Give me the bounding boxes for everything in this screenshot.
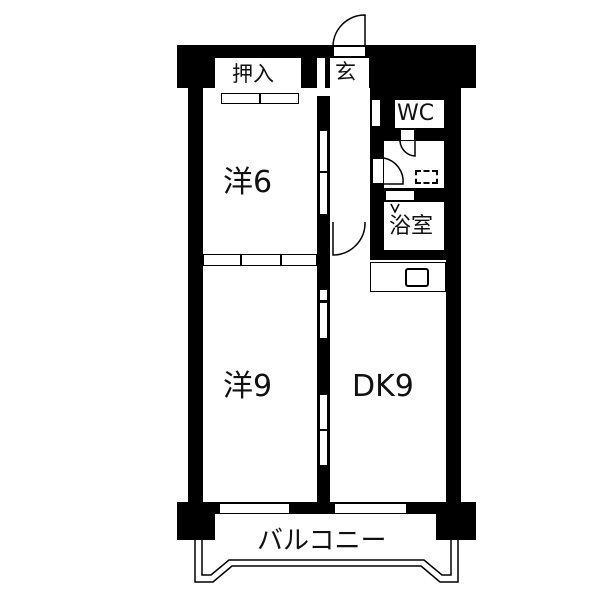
western-room-9: 洋9 [203,266,317,502]
partition-window-4 [319,302,328,339]
sliding-door-2[interactable] [241,254,281,266]
western-room-9-label: 洋9 [223,369,273,404]
entrance-door-sill [333,46,366,57]
partition-window-2 [319,172,328,215]
sliding-door-3[interactable] [281,254,317,266]
toilet-slit [372,100,380,126]
entrance-label: 玄 [335,60,356,84]
kitchen-counter [370,262,446,292]
dk-upper-open [330,246,370,292]
closet-room: 押入 [215,58,301,91]
closet-door-left[interactable] [221,93,260,104]
partition-window-1 [319,130,328,172]
toilet-room: WC [395,100,444,128]
washroom-side-door [372,158,384,184]
entrance-slit [317,58,325,90]
dk-door-swing [332,221,366,256]
left-wall [188,88,203,504]
partition-window-6 [319,430,328,466]
dining-kitchen-label: DK9 [352,369,414,404]
right-wall [446,88,461,504]
washroom-door-swing [383,157,404,185]
western-room-6-label: 洋6 [223,165,273,200]
balcony-window-right[interactable] [334,503,407,514]
western-room-6: 洋6 [203,104,317,254]
bathroom-label: 浴室 [389,214,434,239]
toilet-label: WC [397,101,435,126]
entrance-door-swing [332,14,366,47]
balcony-column-right [436,502,476,540]
washroom-door-sill [400,129,415,141]
bathroom: 浴室 [384,202,444,250]
washing-machine-icon [415,170,438,184]
closet-door-right[interactable] [260,93,299,104]
balcony-column-left [177,502,215,540]
balcony-window-left[interactable] [219,503,290,514]
sliding-door-1[interactable] [203,254,241,266]
sink-icon [405,268,429,287]
bath-door-sill [385,190,415,201]
dining-kitchen: DK9 [330,292,446,502]
bath-drain-icon [390,203,400,214]
balcony-label: バルコニー [257,526,387,556]
toilet-door-swing [399,140,416,157]
balcony-railing [194,540,459,583]
washroom [384,141,444,188]
partition-window-3 [319,289,328,301]
entrance-room: 玄 [330,58,369,96]
partition-window-5 [319,394,328,430]
closet-label: 押入 [232,62,274,86]
corridor [330,96,370,246]
